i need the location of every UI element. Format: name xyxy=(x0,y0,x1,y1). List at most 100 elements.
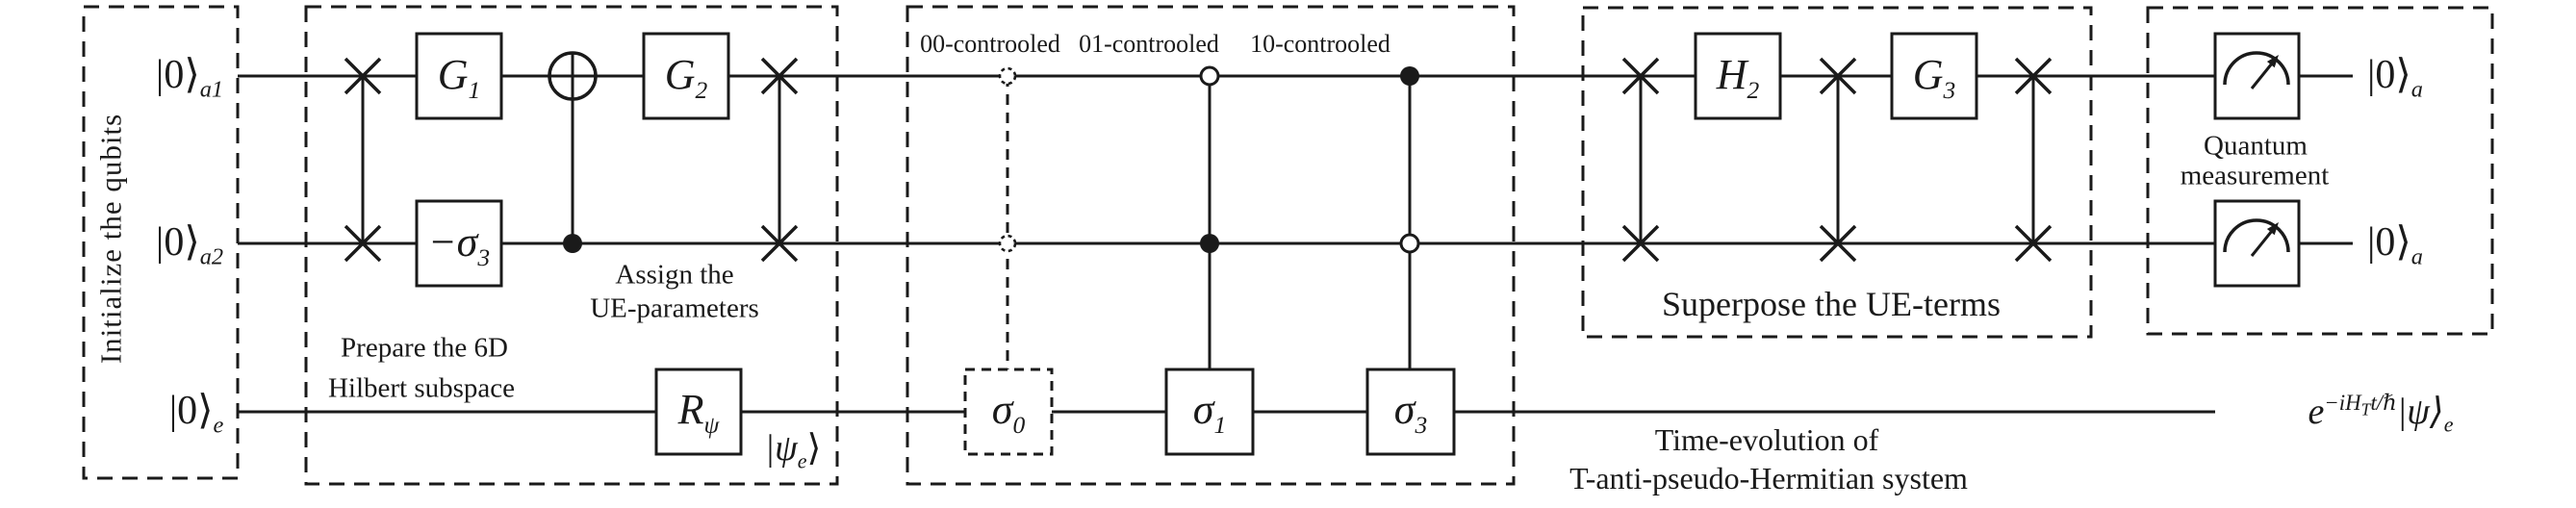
gate-subscript: 0 xyxy=(1012,410,1026,439)
meter-box-a2 xyxy=(2213,199,2301,288)
ket-subscript: e xyxy=(797,448,807,473)
ket-subscript: a xyxy=(2410,76,2423,103)
control-dot xyxy=(1200,234,1219,253)
gate-symbol: G xyxy=(664,51,696,98)
gate-g3-box xyxy=(1890,32,1978,120)
exp-exponent: −iHTt/ℏ xyxy=(2324,391,2397,418)
region-superpose-box xyxy=(1581,6,2093,339)
gate-subscript: 1 xyxy=(468,75,481,104)
exp-head: −iH xyxy=(2324,391,2361,416)
gate-h2-label: H2 xyxy=(1716,51,1760,103)
gate-subscript: 3 xyxy=(477,242,491,271)
gate-h2-box xyxy=(1694,32,1782,120)
cnot-gate xyxy=(548,51,598,253)
ket-bracket: ⟩ xyxy=(806,428,822,469)
gate-symbol: G xyxy=(437,51,469,98)
controlled-00-label: 00-controoled xyxy=(920,30,1060,58)
swap-cross-a1 xyxy=(344,57,382,95)
meter-arc xyxy=(2223,218,2290,253)
gate-sigma1-box xyxy=(1164,368,1255,456)
gate-subscript: 3 xyxy=(1415,410,1428,439)
gate-sigma0-label: σ0 xyxy=(992,389,1025,438)
swap-cross-a1 xyxy=(1819,57,1857,95)
ket-text: |0⟩ xyxy=(155,53,200,97)
ket-text: |0⟩ xyxy=(2367,220,2411,265)
gate-subscript: 2 xyxy=(1747,75,1760,104)
swap-gate-2 xyxy=(760,57,799,263)
gate-g1-label: G1 xyxy=(437,51,481,103)
region-measurement-box xyxy=(2146,6,2494,336)
gate-subscript: 3 xyxy=(1943,75,1956,104)
exp-tail: t/ℏ xyxy=(2370,391,2397,416)
gate-boxes xyxy=(415,32,2301,456)
gate-symbol: σ xyxy=(1192,386,1214,433)
ket-subscript: e xyxy=(2443,412,2454,437)
gate-symbol: H xyxy=(1716,51,1747,98)
swap-gate-1 xyxy=(344,57,382,263)
e-output-state-label: e−iHTt/ℏ|ψ⟩e xyxy=(2308,391,2454,435)
region-prepare-label-line2: Hilbert subspace xyxy=(327,372,516,404)
measurement-meter-icon-a2 xyxy=(2223,218,2290,257)
swap-cross-a2 xyxy=(1621,224,1660,263)
open-control-dashed xyxy=(998,234,1017,253)
meter-arc xyxy=(2223,51,2290,86)
control-column-01 xyxy=(1199,65,1220,369)
meter-needle-arrowhead xyxy=(2266,55,2279,68)
swap-cross-a2 xyxy=(760,224,799,263)
control-column-10 xyxy=(1399,66,1420,369)
ket-subscript: a2 xyxy=(199,243,224,270)
ket-a2-in: |0⟩a2 xyxy=(156,222,223,268)
swap-cross-a1 xyxy=(760,57,799,95)
gate-r-psi-box xyxy=(654,368,743,456)
ket-psi-e-label: |ψe⟩ xyxy=(765,428,822,471)
swap-gate-3 xyxy=(1621,57,1660,263)
exp-base: e xyxy=(2308,392,2325,432)
region-controlled-box xyxy=(905,5,1516,486)
gate-sigma1-label: σ1 xyxy=(1192,386,1226,438)
gate-subscript: ψ xyxy=(703,410,720,439)
ket-subscript: a1 xyxy=(199,76,224,103)
gate-subscript: 1 xyxy=(1213,410,1227,439)
region-prepare-label-line1: Prepare the 6D xyxy=(341,332,508,364)
cnot-target-icon xyxy=(548,51,598,101)
gate-symbol: −σ xyxy=(427,218,478,266)
gate-g3-label: G3 xyxy=(1913,54,1956,103)
measurement-label-line2: measurement xyxy=(2180,160,2330,191)
swap-gate-5 xyxy=(2014,57,2053,263)
time-evolution-label-line1: Time-evolution of xyxy=(1654,422,1879,457)
ket-text: |0⟩ xyxy=(168,389,214,433)
meter-box-a1 xyxy=(2213,32,2301,120)
meter-needle-arrowhead xyxy=(2266,222,2279,236)
gate-sigma3-box xyxy=(1365,368,1456,456)
control-dot xyxy=(563,234,582,253)
open-control xyxy=(1199,65,1220,87)
control-column-00 xyxy=(998,66,1017,369)
region-boxes xyxy=(82,5,2494,486)
gate-g1-box xyxy=(415,32,503,120)
ket-a1-out: |0⟩a xyxy=(2367,55,2423,101)
swap-cross-a1 xyxy=(2014,57,2053,95)
gate-symbol: R xyxy=(677,386,704,433)
open-control-dashed xyxy=(998,66,1017,86)
gate-symbol: σ xyxy=(1393,386,1416,433)
ket-a1-in: |0⟩a1 xyxy=(155,53,223,101)
gate-sigma3-label: σ3 xyxy=(1393,386,1427,438)
gate-minus-sigma3-label: −σ3 xyxy=(427,218,490,270)
controlled-01-label: 01-controoled xyxy=(1079,30,1219,58)
open-control xyxy=(1399,233,1420,254)
region-assign-label-line2: UE-parameters xyxy=(590,292,759,324)
region-prepare-box xyxy=(304,5,839,486)
gate-g2-label: G2 xyxy=(664,51,708,103)
gate-r-psi-label: Rψ xyxy=(677,386,720,438)
measurement-meter-icon-a1 xyxy=(2223,51,2290,89)
ket-text: |ψ⟩ xyxy=(2396,392,2444,432)
gate-g2-box xyxy=(642,32,730,120)
region-superpose-label: Superpose the UE-terms xyxy=(1662,285,2001,323)
gate-subscript: 2 xyxy=(695,75,708,104)
gate-sigma0-box xyxy=(963,368,1054,456)
swap-cross-a2 xyxy=(1819,224,1857,263)
swap-gate-4 xyxy=(1819,57,1857,263)
control-dot xyxy=(1400,66,1419,86)
region-assign-label-line1: Assign the xyxy=(615,259,734,291)
